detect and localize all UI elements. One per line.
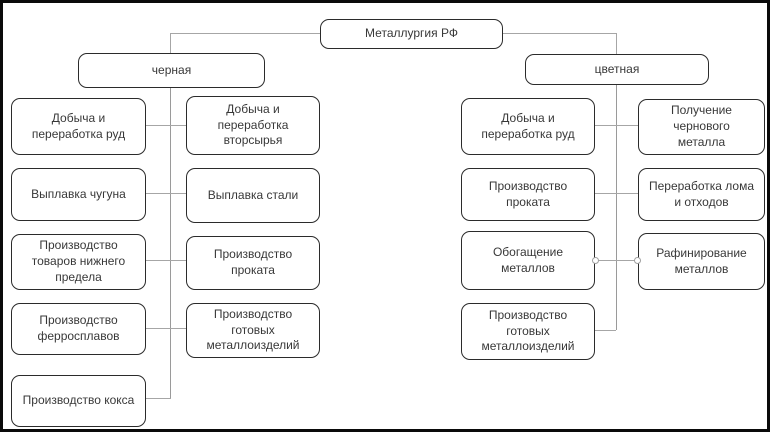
- connection-endpoint-dot-left: [592, 257, 599, 264]
- node-rolled-products-nonferrous: Производство проката: [461, 168, 595, 221]
- connector-root-ferrous-h: [170, 33, 320, 34]
- node-steel-smelting: Выплавка стали: [186, 168, 320, 223]
- node-ferroalloys: Производство ферросплавов: [11, 303, 146, 355]
- connector-nonferrous-row-1: [595, 125, 638, 126]
- node-scrap-mining-processing: Добыча и переработка вторсырья: [186, 96, 320, 155]
- connector-nonferrous-row-4: [595, 330, 616, 331]
- connector-ferrous-row-1: [146, 125, 186, 126]
- node-metal-refining: Рафинирование металлов: [638, 233, 765, 290]
- node-lower-limit-goods: Производство товаров нижнего предела: [11, 234, 146, 290]
- connector-nonferrous-row-2: [595, 193, 638, 194]
- connector-ferrous-row-5: [146, 398, 171, 399]
- node-branch-nonferrous: цветная: [525, 54, 709, 85]
- node-finished-metal-products-nonferrous: Производство готовых металлоизделий: [461, 303, 595, 360]
- connection-endpoint-dot-right: [634, 257, 641, 264]
- connector-nonferrous-row-3: [595, 260, 638, 261]
- connector-root-nonferrous-h: [503, 33, 616, 34]
- node-ore-mining-ferrous: Добыча и переработка руд: [11, 98, 146, 155]
- node-rolled-products-ferrous: Производство проката: [186, 236, 320, 290]
- node-ore-mining-nonferrous: Добыча и переработка руд: [461, 98, 595, 155]
- node-coke-production: Производство кокса: [11, 375, 146, 427]
- connector-ferrous-row-4: [146, 328, 186, 329]
- node-branch-ferrous: черная: [78, 53, 265, 88]
- node-scrap-waste-processing: Переработка лома и отходов: [638, 168, 765, 221]
- node-finished-metal-products-ferrous: Производство готовых металлоизделий: [186, 303, 320, 358]
- node-pig-iron-smelting: Выплавка чугуна: [11, 168, 146, 221]
- connector-nonferrous-trunk: [616, 85, 617, 330]
- connector-root-nonferrous-v: [616, 33, 617, 54]
- node-root-metallurgy: Металлургия РФ: [320, 19, 503, 49]
- node-metal-enrichment: Обогащение металлов: [461, 231, 595, 290]
- connector-ferrous-trunk: [170, 88, 171, 398]
- connector-root-ferrous-v: [170, 33, 171, 53]
- node-crude-metal-production: Получение чернового металла: [638, 99, 765, 155]
- connector-ferrous-row-3: [146, 260, 186, 261]
- connector-ferrous-row-2: [146, 193, 186, 194]
